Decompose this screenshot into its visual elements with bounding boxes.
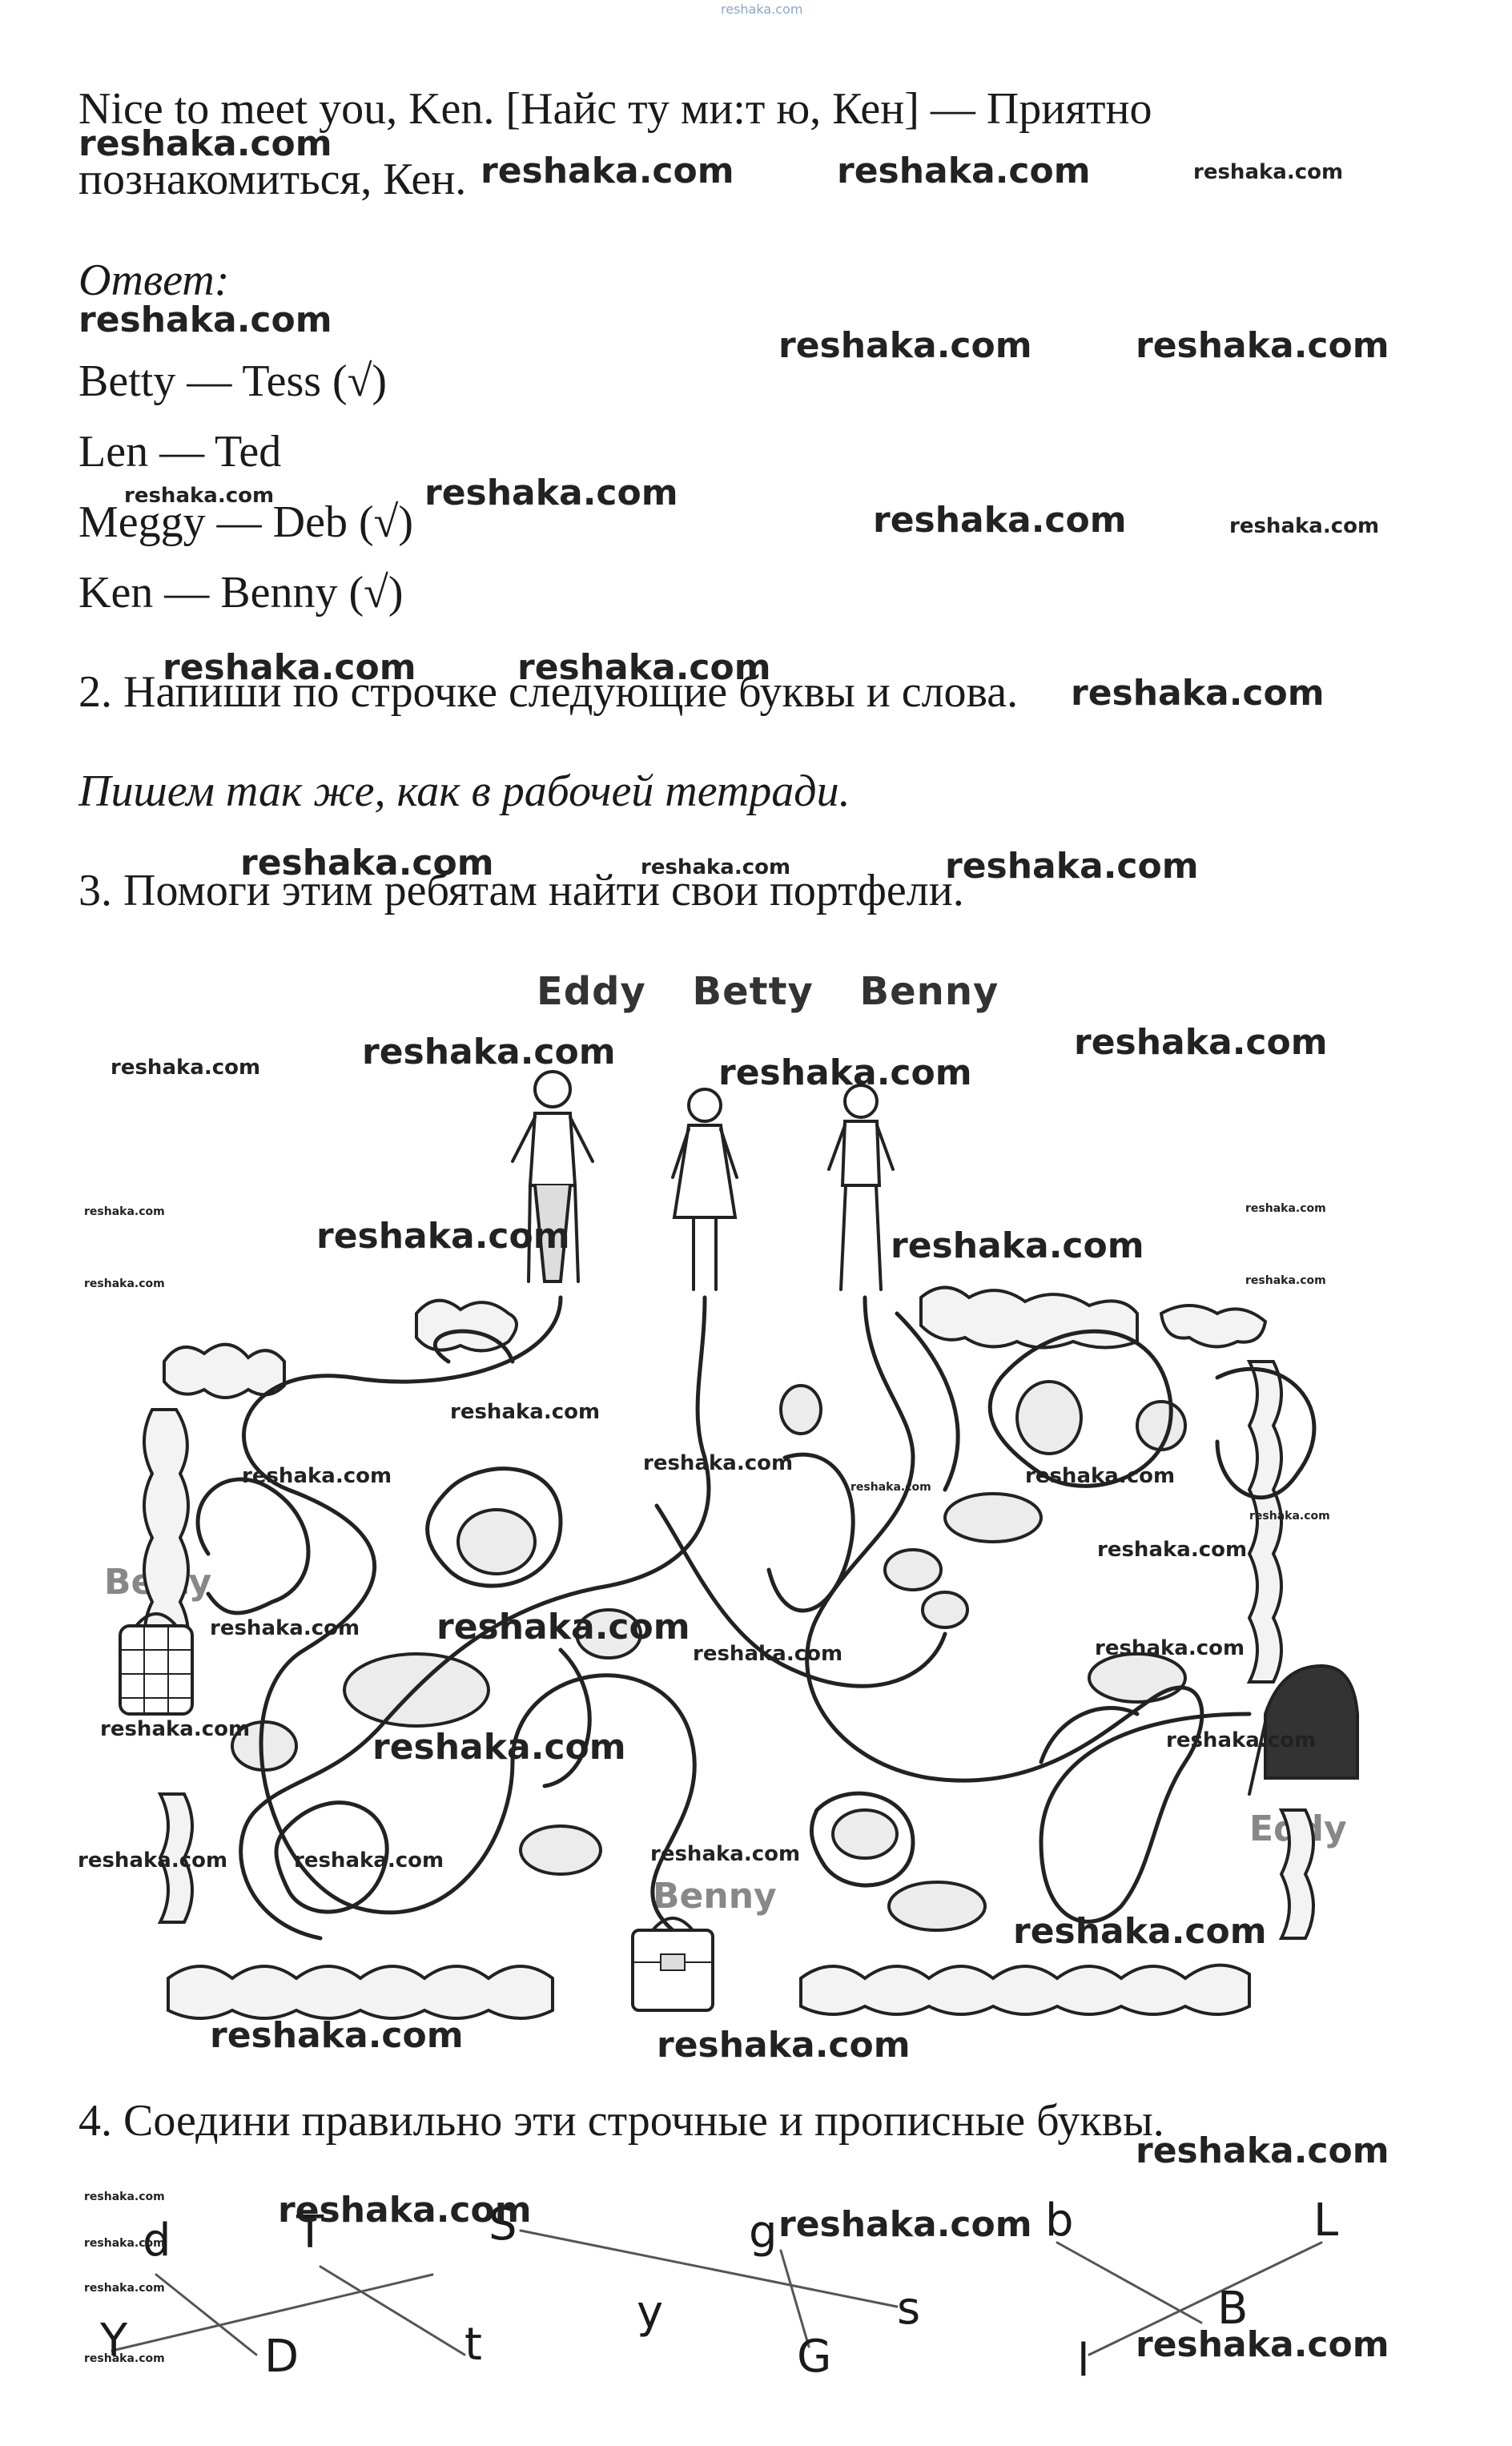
maze-label-benny: Benny [653,1876,777,1917]
watermark: reshaka.com [372,1727,626,1768]
watermark: reshaka.com [436,1607,690,1647]
watermark: reshaka.com [1245,1202,1326,1215]
watermark: reshaka.com [517,647,771,688]
watermark: reshaka.com [1095,1636,1245,1660]
pair-2: Len — Ted [78,427,282,477]
watermark: reshaka.com [1245,1274,1326,1287]
watermark: reshaka.com [891,1225,1144,1266]
answer-label: Ответ: [78,255,230,305]
task-4: 4. Соедини правильно эти строчные и проп… [78,2096,1164,2146]
pair-4: Ken — Benny (√) [78,568,404,618]
letter-b: b [1045,2195,1074,2247]
task-3: 3. Помоги этим ребятам найти свои портфе… [78,866,964,915]
letter-Y: Y [100,2315,128,2367]
letter-T: T [296,2207,324,2259]
maze-paths [195,1295,1317,1941]
watermark: reshaka.com [718,1052,972,1093]
watermark: reshaka.com [163,647,416,688]
watermark: reshaka.com [100,1717,251,1741]
watermark: reshaka.com [1097,1538,1248,1562]
watermark: reshaka.com [643,1451,794,1475]
watermark: reshaka.com [1013,1911,1267,1952]
watermark: reshaka.com [316,1216,570,1257]
kid-benny [827,1084,895,1291]
letter-G: G [797,2331,832,2383]
task-2-answer: Пишем так же, как в рабочей тетради. [78,766,850,816]
watermark: reshaka.com [78,1849,228,1873]
pair-3: Meggy — Deb (√) [78,497,413,547]
bag-betty [119,1612,194,1716]
watermark: reshaka.com [1166,1728,1317,1752]
watermark: reshaka.com [362,1032,616,1072]
watermark: reshaka.com [78,123,332,164]
watermark: reshaka.com [84,2282,165,2295]
watermark: reshaka.com [657,2025,911,2066]
watermark: reshaka.com [210,2015,464,2056]
maze-top-names: Eddy Betty Benny [537,969,999,1014]
watermark: reshaka.com [693,1642,843,1666]
matching-lines [111,2229,1323,2356]
watermark: reshaka.com [1136,325,1389,366]
watermark: reshaka.com [1136,2130,1389,2171]
bag-benny [631,1917,714,2012]
watermark: reshaka.com [84,1205,165,1218]
watermark: reshaka.com [837,151,1091,191]
watermark: reshaka.com [481,151,734,191]
bag-eddy [1248,1664,1359,1796]
watermark: reshaka.com [1071,673,1325,714]
watermark: reshaka.com [1074,1022,1328,1063]
watermark: reshaka.com [945,846,1199,887]
watermark: reshaka.com [641,855,791,879]
letter-s: s [897,2283,921,2335]
header-watermark: reshaka.com [721,2,803,17]
pair-1: Betty — Tess (√) [78,356,388,406]
maze-inner-bushes [231,1380,1187,1932]
watermark: reshaka.com [1136,2324,1389,2365]
watermark: reshaka.com [111,1056,261,1080]
letter-d: d [143,2215,171,2267]
letter-L: L [1313,2195,1339,2247]
intro-line-2: познакомиться, Кен. [78,155,467,204]
watermark: reshaka.com [850,1481,931,1494]
watermark: reshaka.com [84,2237,165,2250]
watermark: reshaka.com [778,2204,1032,2245]
watermark: reshaka.com [424,473,678,513]
watermark: reshaka.com [242,1464,392,1488]
letter-B: B [1217,2283,1249,2335]
letter-S: S [489,2199,517,2251]
watermark: reshaka.com [84,1277,165,1290]
watermark: reshaka.com [1025,1464,1176,1488]
watermark: reshaka.com [84,2352,165,2365]
letter-D: D [264,2331,300,2383]
letter-l: l [1077,2335,1090,2387]
task-2: 2. Напиши по строчке следующие буквы и с… [78,667,1019,717]
letter-t: t [464,2319,482,2371]
watermark: reshaka.com [78,300,332,340]
watermark: reshaka.com [450,1400,601,1424]
kid-eddy [511,1070,594,1283]
watermark: reshaka.com [240,843,494,883]
watermark: reshaka.com [278,2190,532,2231]
watermark: reshaka.com [1229,514,1380,538]
watermark: reshaka.com [650,1842,801,1866]
watermark: reshaka.com [294,1849,444,1873]
watermark: reshaka.com [873,500,1127,541]
watermark: reshaka.com [84,2191,165,2203]
watermark: reshaka.com [210,1616,360,1640]
letter-y: y [637,2287,664,2339]
watermark: reshaka.com [1193,160,1344,184]
watermark: reshaka.com [778,325,1032,366]
letter-g: g [749,2207,778,2259]
kid-betty [671,1088,738,1291]
watermark: reshaka.com [124,484,275,508]
maze-border-bushes [143,1285,1315,2020]
watermark: reshaka.com [1249,1510,1330,1523]
intro-line-1: Nice to meet you, Ken. [Найс ту ми:т ю, … [78,84,1152,134]
